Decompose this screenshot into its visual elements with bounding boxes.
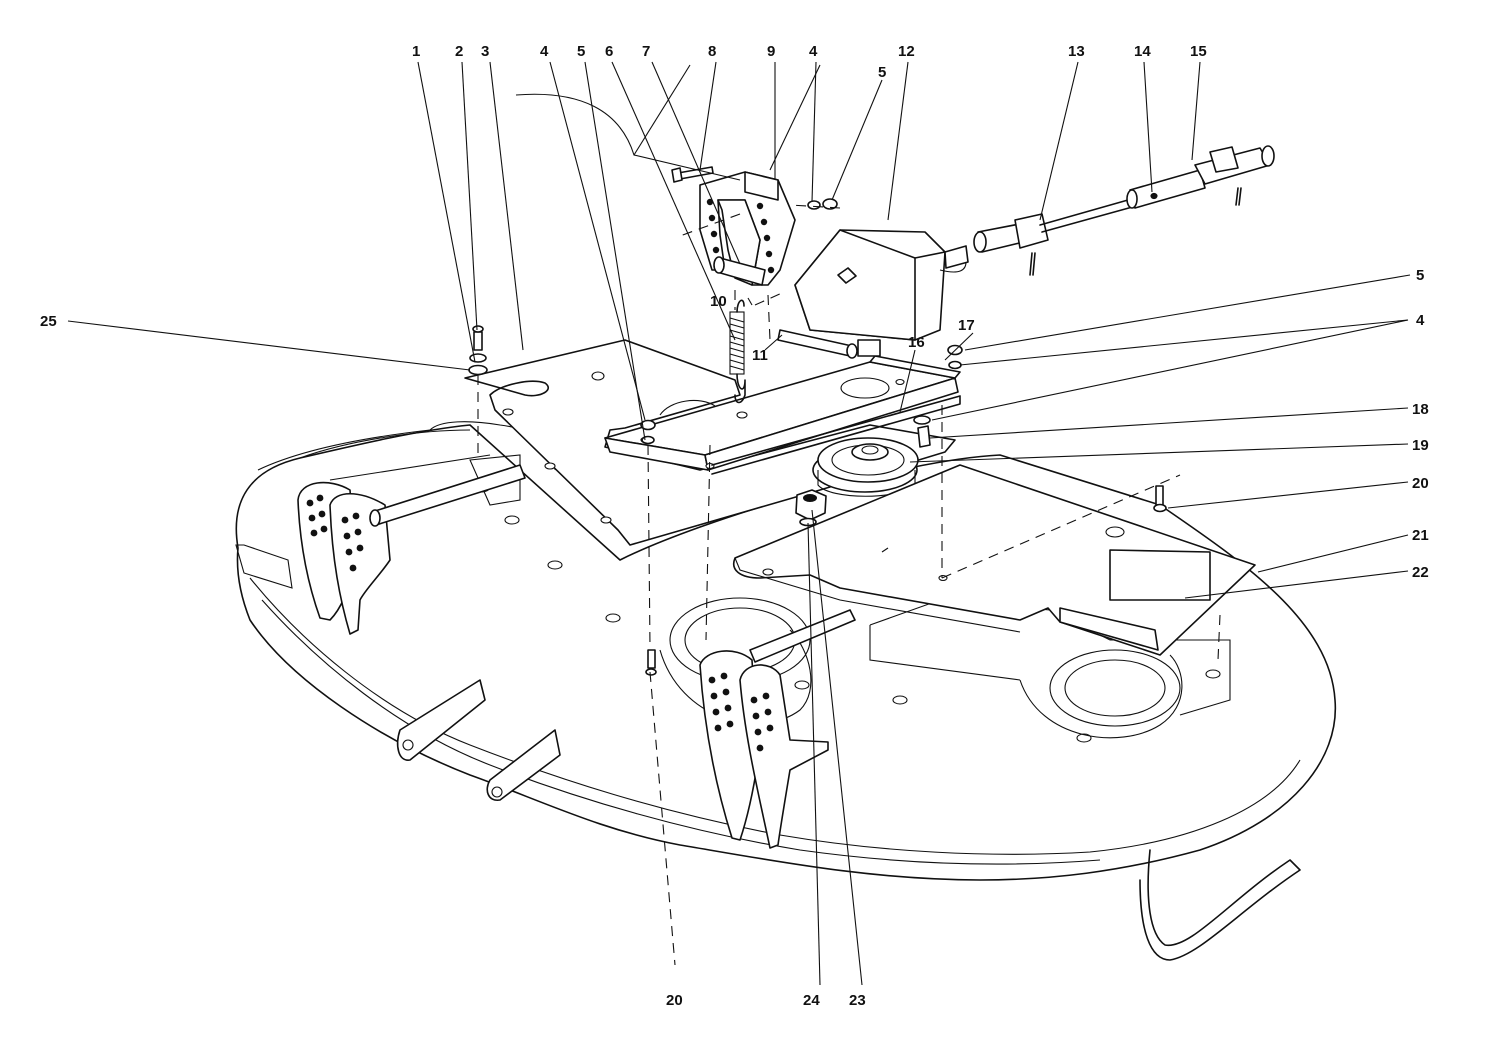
callout-9: 9 — [767, 43, 775, 60]
spring — [729, 299, 746, 404]
bolt-8 — [671, 166, 714, 183]
callout-19: 19 — [1412, 437, 1429, 454]
callout-14: 14 — [1134, 43, 1151, 60]
callout-24: 24 — [803, 992, 820, 1009]
callout-23: 23 — [849, 992, 866, 1009]
gearbox-mount-channel — [604, 355, 961, 475]
callout-13: 13 — [1068, 43, 1085, 60]
belt-cover — [733, 464, 1256, 656]
callout-labels: 1 2 3 4 5 6 7 8 9 4 5 12 13 14 15 10 11 … — [40, 43, 1429, 1009]
callout-10: 10 — [710, 293, 727, 310]
callout-25: 25 — [40, 313, 57, 330]
callout-2: 2 — [455, 43, 463, 60]
callout-17: 17 — [958, 317, 975, 334]
right-height-bracket — [699, 609, 856, 849]
drive-shaft — [973, 145, 1275, 276]
callout-4-upper-left: 4 — [540, 43, 549, 60]
callout-4-right: 4 — [1416, 312, 1425, 329]
decal-plate — [1109, 549, 1211, 601]
callout-8: 8 — [708, 43, 716, 60]
callout-5-upper-mid: 5 — [878, 64, 886, 81]
callout-5-upper-left: 5 — [577, 43, 585, 60]
callout-20-bottom: 20 — [666, 992, 683, 1009]
callout-4-upper-mid: 4 — [809, 43, 818, 60]
callout-3: 3 — [481, 43, 489, 60]
callout-11: 11 — [752, 347, 768, 364]
callout-15: 15 — [1190, 43, 1207, 60]
mounting-plate — [464, 339, 956, 546]
callout-16: 16 — [908, 334, 925, 351]
callout-21: 21 — [1412, 527, 1429, 544]
drive-pulley — [812, 437, 919, 497]
left-height-bracket — [297, 464, 526, 635]
callout-1: 1 — [412, 43, 420, 60]
callout-12: 12 — [898, 43, 915, 60]
callout-7: 7 — [642, 43, 650, 60]
callout-20-right: 20 — [1412, 475, 1429, 492]
callout-18: 18 — [1412, 401, 1429, 418]
fasteners — [468, 198, 1167, 676]
leader-lines — [67, 61, 1411, 986]
tension-bracket — [699, 171, 796, 286]
callout-5-right: 5 — [1416, 267, 1424, 284]
gearbox — [777, 229, 969, 359]
alignment-lines — [477, 204, 1221, 966]
callout-22: 22 — [1412, 564, 1429, 581]
callout-6: 6 — [605, 43, 613, 60]
